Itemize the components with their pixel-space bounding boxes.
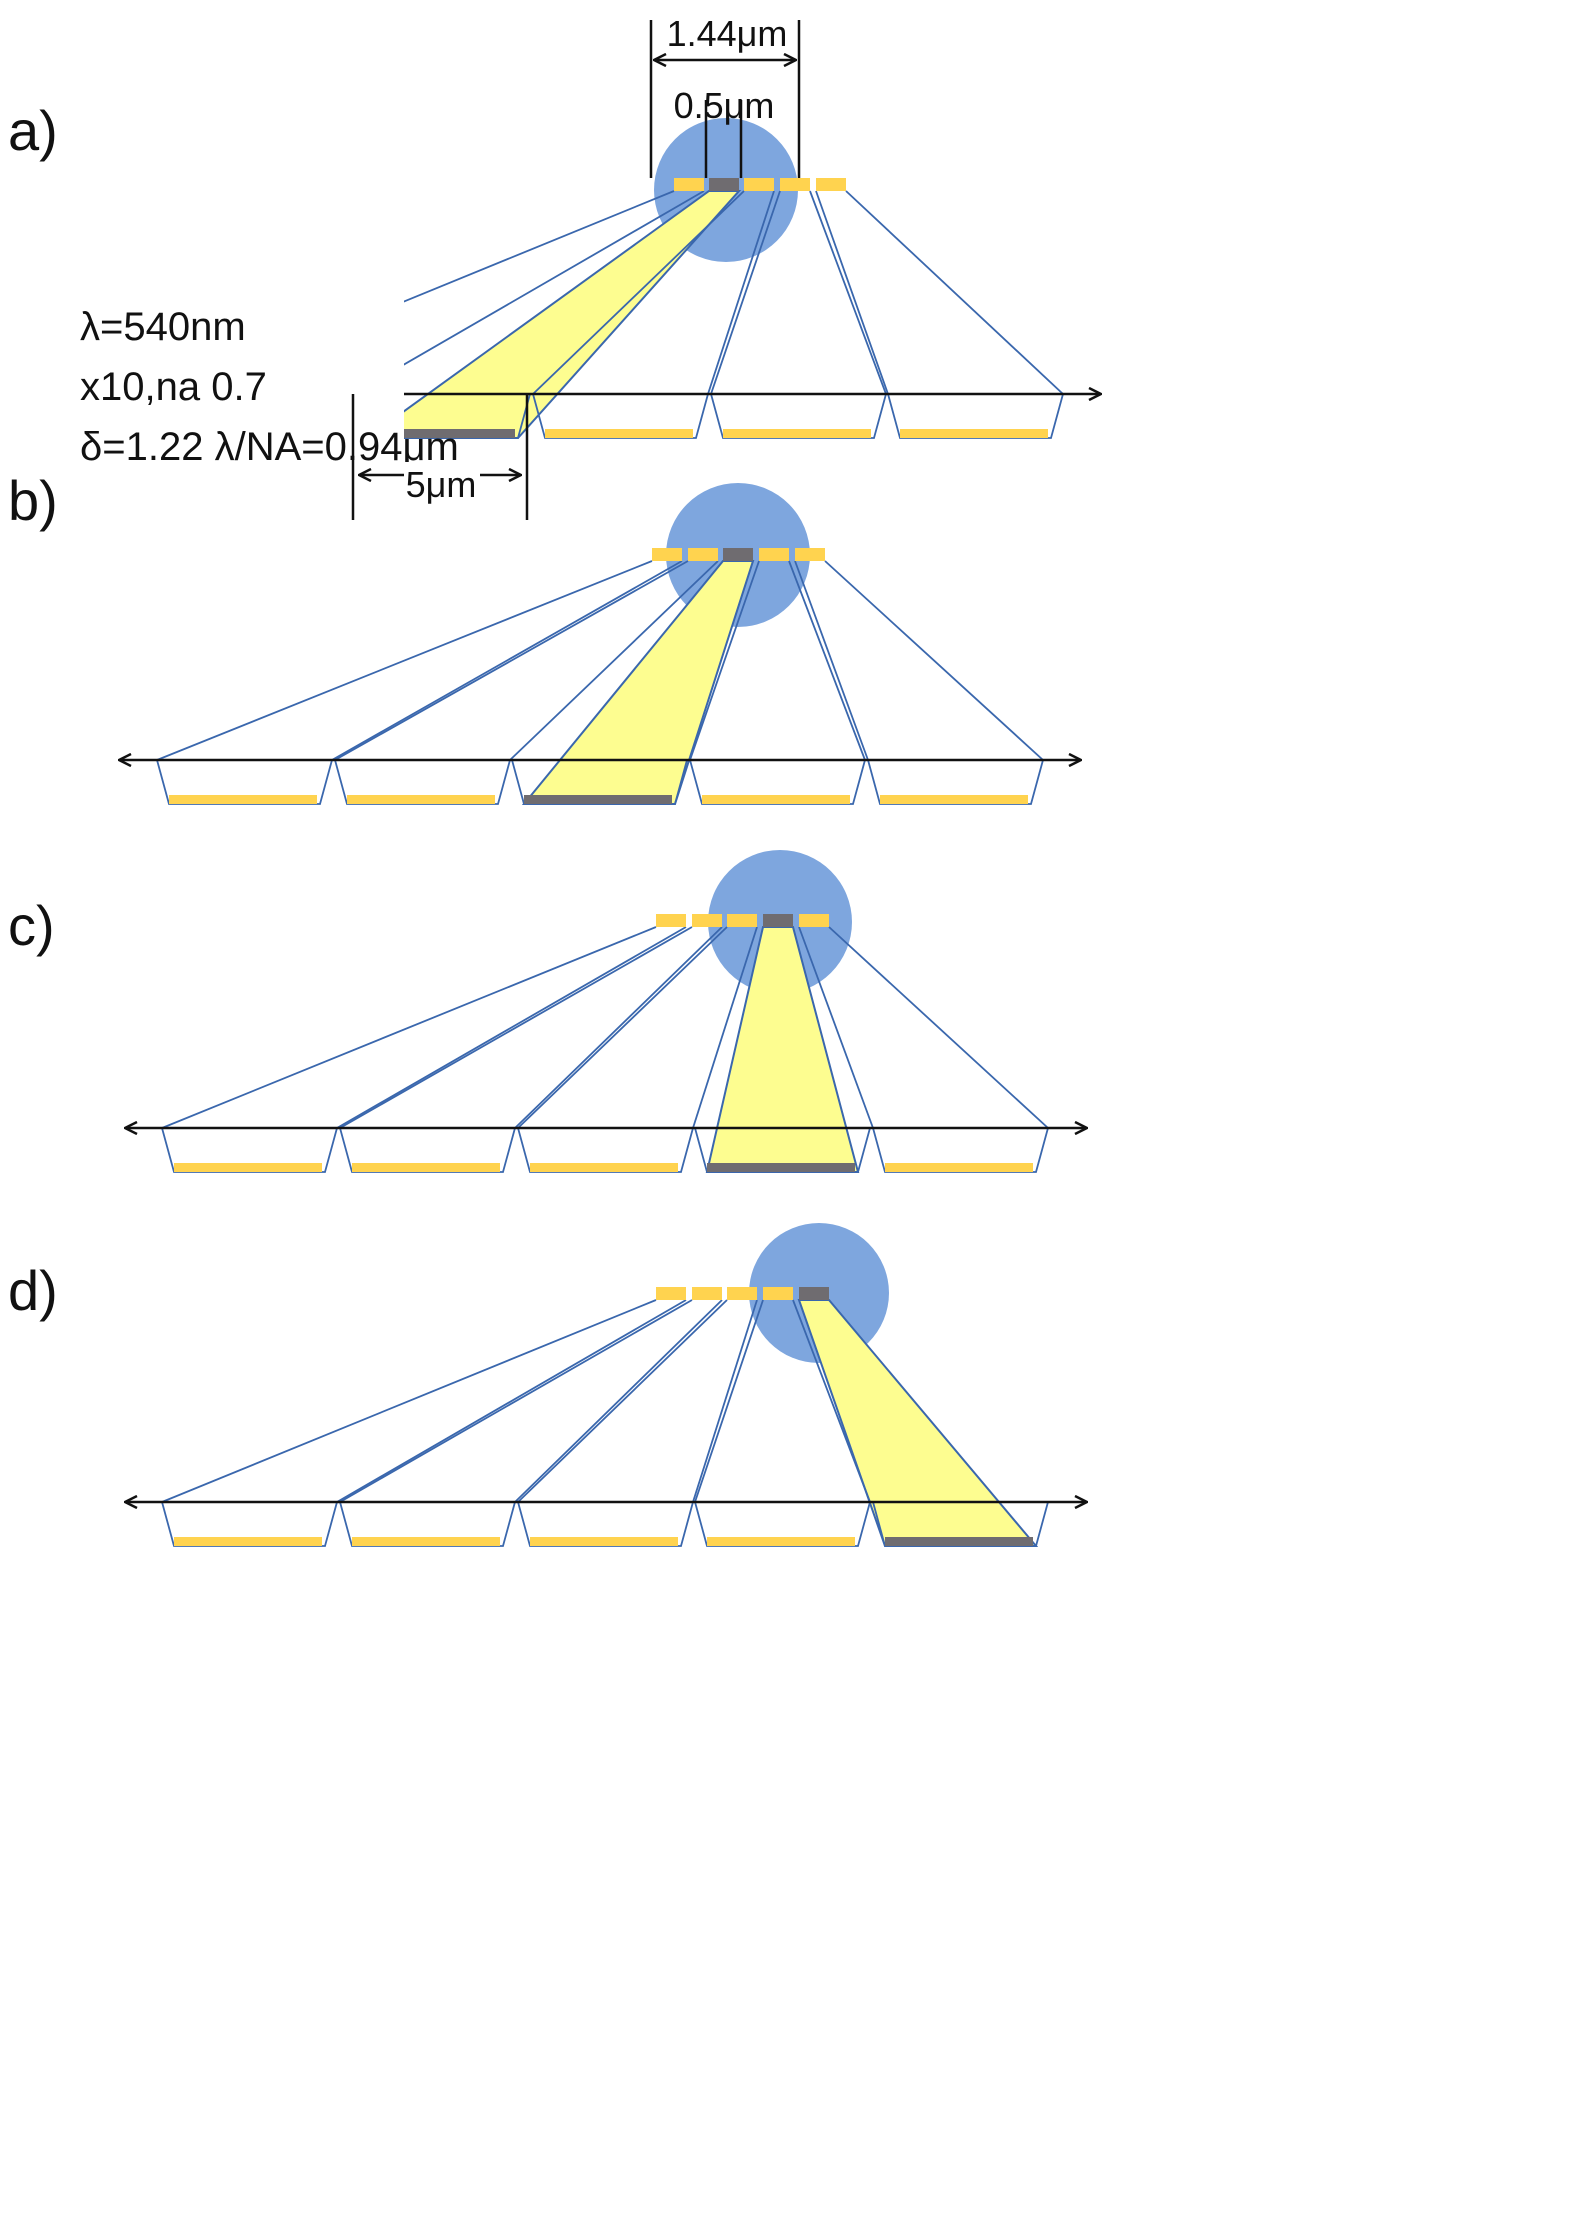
projection-line	[156, 560, 653, 761]
active-beam	[521, 560, 755, 805]
active-sample-pad	[723, 548, 753, 561]
image-strip	[530, 1537, 678, 1546]
sample-pad	[763, 1287, 793, 1300]
active-sample-pad	[799, 1287, 829, 1300]
image-strip	[900, 429, 1048, 438]
label-background	[672, 12, 782, 52]
sample-pad	[780, 178, 810, 191]
dimension-label-0-5um: 0.5μm	[674, 85, 775, 126]
projection-line	[794, 560, 869, 761]
projection-line	[707, 190, 775, 395]
image-strip	[707, 1537, 855, 1546]
sample-pad	[656, 914, 686, 927]
projection-line	[689, 560, 760, 761]
active-beam	[797, 1299, 1039, 1547]
active-sample-pad	[709, 178, 739, 191]
active-sample-pad	[763, 914, 793, 927]
annotations-layer: λ=540nm x10,na 0.7 δ=1.22 λ/NA=0.94μm 1.44μ…	[74, 12, 801, 520]
active-beam	[363, 190, 742, 439]
sample-pad	[816, 178, 846, 191]
sample-pad	[656, 1287, 686, 1300]
projection-line	[809, 190, 887, 395]
projection-line	[336, 926, 687, 1129]
projection-line	[824, 560, 1044, 761]
sample-pad	[795, 548, 825, 561]
image-strip	[347, 795, 495, 804]
projection-line	[509, 560, 719, 761]
projection-line	[352, 190, 705, 395]
projection-line	[692, 926, 758, 1129]
panel-label: a)	[8, 99, 58, 162]
sample-pad	[799, 914, 829, 927]
image-strip	[530, 1163, 678, 1172]
parameter-box-background	[74, 290, 404, 485]
panels-layer: a) b) c) d)	[8, 99, 1100, 1547]
projection-line	[710, 190, 781, 395]
projection-line	[514, 1299, 723, 1503]
projection-line	[517, 926, 728, 1129]
panel-a: a)	[8, 99, 1100, 439]
sample-pad	[727, 1287, 757, 1300]
projection-line	[331, 560, 683, 761]
projection-line	[692, 1299, 758, 1503]
resolution-text: δ=1.22 λ/NA=0.94μm	[80, 425, 459, 469]
panel-label: c)	[8, 894, 55, 957]
sample-pad	[652, 548, 682, 561]
projection-line	[161, 926, 657, 1129]
projection-line	[694, 1299, 764, 1503]
active-image-strip	[707, 1163, 855, 1172]
projection-line	[788, 560, 866, 761]
image-strip	[880, 795, 1028, 804]
panel-c: c)	[8, 850, 1086, 1173]
image-strip	[174, 1163, 322, 1172]
image-strip	[723, 429, 871, 438]
panel-label: d)	[8, 1259, 58, 1322]
active-image-strip	[524, 795, 672, 804]
sample-pad	[692, 914, 722, 927]
image-strip	[352, 1537, 500, 1546]
active-image-strip	[367, 429, 515, 438]
sample-pad	[688, 548, 718, 561]
image-strip	[702, 795, 850, 804]
projection-line	[517, 1299, 728, 1503]
panel-d: d)	[8, 1223, 1086, 1547]
projection-line	[336, 1299, 687, 1503]
projection-line	[339, 926, 693, 1129]
sample-pad	[674, 178, 704, 191]
projection-line	[339, 1299, 693, 1503]
panel-label: b)	[8, 469, 58, 532]
wavelength-text: λ=540nm	[80, 305, 246, 349]
projection-line	[532, 190, 745, 395]
objective-text: x10,na 0.7	[80, 365, 267, 409]
label-background	[404, 462, 480, 502]
projection-line	[815, 190, 889, 395]
projection-line	[792, 1299, 871, 1503]
projection-line	[828, 926, 1049, 1129]
sample-pad	[692, 1287, 722, 1300]
image-strip	[169, 795, 317, 804]
sample-pad	[759, 548, 789, 561]
projection-line	[845, 190, 1064, 395]
projection-line	[514, 926, 723, 1129]
sample-pad	[744, 178, 774, 191]
panel-b: b)	[8, 469, 1080, 805]
image-strip	[545, 429, 693, 438]
image-strip	[174, 1537, 322, 1546]
projection-line	[161, 1299, 657, 1503]
dimension-label-1-44um: 1.44μm	[667, 13, 788, 54]
active-image-strip	[885, 1537, 1033, 1546]
image-strip	[352, 1163, 500, 1172]
sample-pad	[727, 914, 757, 927]
image-strip	[885, 1163, 1033, 1172]
dimension-label-5um: 5μm	[406, 464, 477, 505]
projection-line	[798, 926, 874, 1129]
projection-line	[334, 560, 689, 761]
